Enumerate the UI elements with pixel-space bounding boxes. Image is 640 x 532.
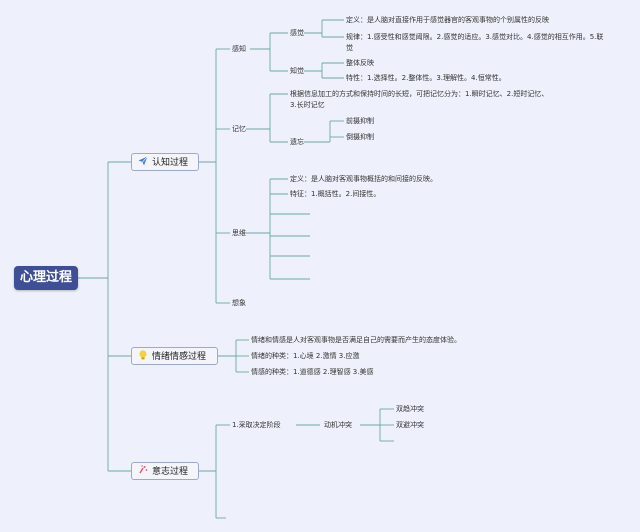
node-emotion-definition[interactable]: 情绪和情感是人对客观事物是否满足自己的需要而产生的态度体验。 (251, 336, 461, 344)
node-imagination[interactable]: 想象 (232, 299, 246, 307)
node-sensation-definition[interactable]: 定义：是人脑对直接作用于感觉器官的客观事物的个别属性的反映 (346, 16, 549, 24)
node-decision-stage[interactable]: 1.采取决定阶段 (232, 421, 281, 429)
node-approach-approach-conflict[interactable]: 双趋冲突 (396, 405, 424, 413)
category-emotion[interactable]: 情绪情感过程 (131, 347, 218, 365)
node-perception[interactable]: 感知 (232, 45, 246, 53)
node-thinking-traits[interactable]: 特征：1.概括性。2.间接性。 (290, 190, 381, 198)
node-memory[interactable]: 记忆 (232, 125, 246, 133)
node-retroactive-inhibition[interactable]: 倒摄抑制 (346, 133, 374, 141)
paper-plane-icon (138, 155, 148, 166)
node-sensation-rules[interactable]: 规律：1.感受性和感觉阈限。2.感觉的适应。3.感觉对比。4.感觉的相互作用。5… (346, 33, 604, 52)
light-bulb-icon (138, 349, 148, 360)
node-feeling-types[interactable]: 情感的种类：1.道德感 2.理智感 3.美感 (251, 368, 374, 376)
node-thinking[interactable]: 思维 (232, 229, 246, 237)
category-will-label: 意志过程 (152, 467, 189, 477)
node-proactive-inhibition[interactable]: 前摄抑制 (346, 117, 374, 125)
root-node[interactable]: 心理过程 (14, 266, 78, 290)
category-cognition-label: 认知过程 (152, 158, 189, 168)
category-emotion-label: 情绪情感过程 (152, 352, 207, 362)
node-emotion-types[interactable]: 情绪的种类：1.心境 2.激情 3.应激 (251, 352, 360, 360)
node-perceiving[interactable]: 知觉 (290, 67, 304, 75)
node-forgetting[interactable]: 遗忘 (290, 138, 304, 146)
node-perceiving-traits[interactable]: 特性：1.选择性。2.整体性。3.理解性。4.恒常性。 (346, 74, 506, 82)
sparkle-icon (138, 464, 148, 474)
node-sensation[interactable]: 感觉 (290, 29, 304, 37)
node-avoidance-avoidance-conflict[interactable]: 双避冲突 (396, 421, 424, 429)
node-thinking-definition[interactable]: 定义：是人脑对客观事物概括的和间接的反映。 (290, 175, 437, 183)
category-will[interactable]: 意志过程 (131, 462, 199, 480)
node-memory-classification[interactable]: 根据信息加工的方式和保持时间的长短，可把记忆分为：1.瞬时记忆、2.短时记忆、3… (290, 90, 549, 109)
node-perceiving-whole[interactable]: 整体反映 (346, 59, 374, 67)
node-motive-conflict[interactable]: 动机冲突 (324, 421, 352, 429)
category-cognition[interactable]: 认知过程 (131, 153, 199, 171)
